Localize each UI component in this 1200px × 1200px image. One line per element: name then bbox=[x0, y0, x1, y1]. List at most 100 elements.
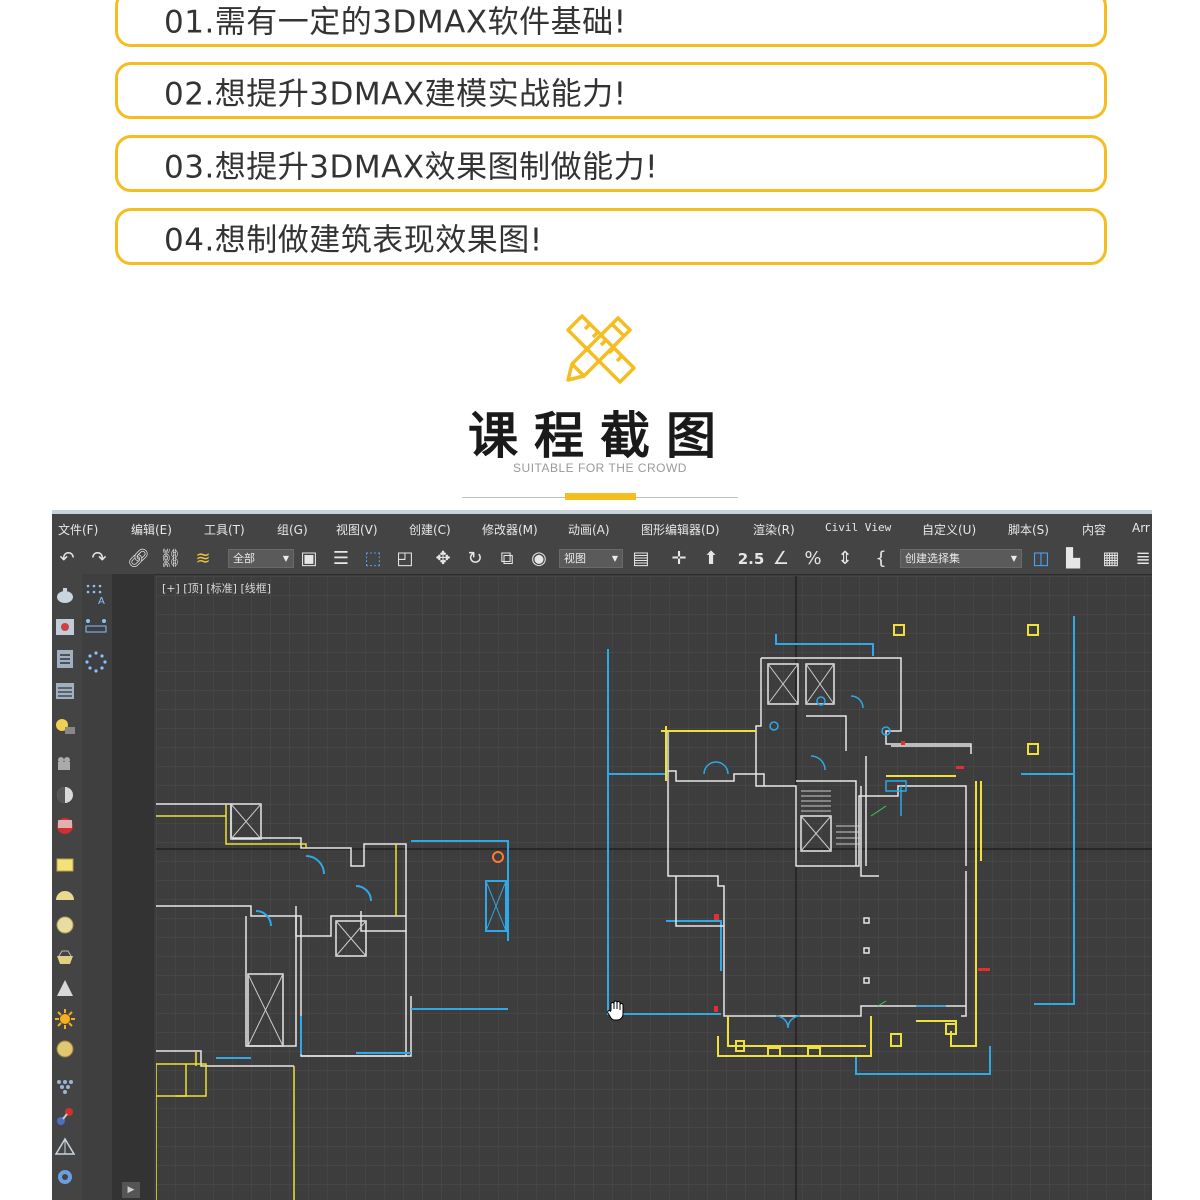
requirement-item-1: 01.需有一定的3DMAX软件基础! bbox=[115, 0, 1107, 47]
command-panel-tabs bbox=[52, 574, 83, 1200]
molecule-icon[interactable] bbox=[54, 1106, 76, 1128]
reference-coordinate-value: 视图 bbox=[564, 552, 586, 565]
menu-file[interactable]: 文件(F) bbox=[58, 523, 99, 537]
section-title: 课程截图 bbox=[468, 407, 732, 465]
box-primitive-icon[interactable] bbox=[54, 854, 76, 876]
scale-icon[interactable]: ⧉ bbox=[500, 548, 514, 569]
pan-hand-cursor bbox=[607, 1000, 624, 1021]
named-selection-value: 创建选择集 bbox=[905, 552, 960, 565]
select-object-icon[interactable]: ▣ bbox=[300, 548, 318, 569]
bind-spacewarp-icon[interactable]: ≋ bbox=[195, 548, 211, 569]
select-manipulate-icon[interactable]: ✛ bbox=[671, 548, 687, 569]
menu-view[interactable]: 视图(V) bbox=[336, 523, 378, 537]
layer-explorer-icon[interactable]: ≣ bbox=[1135, 548, 1151, 569]
menu-scripting[interactable]: 脚本(S) bbox=[1008, 523, 1049, 537]
pivot-center-icon[interactable]: ▤ bbox=[632, 548, 650, 569]
undo-icon[interactable]: ↶ bbox=[59, 548, 75, 569]
menu-animation[interactable]: 动画(A) bbox=[568, 523, 610, 537]
rotate-icon[interactable]: ↻ bbox=[467, 548, 483, 569]
angle-snap-icon[interactable]: ∠ bbox=[772, 548, 790, 569]
requirement-item-2: 02.想提升3DMAX建模实战能力! bbox=[115, 62, 1107, 119]
sphere-half-icon[interactable] bbox=[54, 784, 76, 806]
torus-icon[interactable] bbox=[54, 1038, 76, 1060]
reference-coordinate-dropdown[interactable]: 视图▼ bbox=[559, 549, 623, 568]
window-crossing-icon[interactable]: ◰ bbox=[396, 548, 414, 569]
menu-modifiers[interactable]: 修改器(M) bbox=[482, 523, 538, 537]
snaps-toggle-icon[interactable]: 2.5 bbox=[737, 550, 765, 568]
requirement-text: 03.想提升3DMAX效果图制做能力! bbox=[164, 149, 659, 185]
window-title-strip bbox=[52, 510, 1152, 514]
right-building-walls bbox=[667, 657, 972, 1017]
keyboard-shortcut-override-icon[interactable]: ⬆ bbox=[703, 548, 719, 569]
mirror-icon[interactable]: ◫ bbox=[1032, 548, 1050, 569]
menu-edit[interactable]: 编辑(E) bbox=[131, 523, 172, 537]
svg-text:A: A bbox=[98, 596, 105, 606]
top-viewport[interactable]: [+] [顶] [标准] [线框] bbox=[155, 576, 1152, 1200]
red-markers bbox=[714, 741, 990, 1012]
light-icon[interactable] bbox=[54, 716, 76, 738]
left-marker-circle bbox=[492, 851, 504, 863]
move-icon[interactable]: ✥ bbox=[435, 548, 451, 569]
percent-snap-icon[interactable]: % bbox=[804, 548, 822, 569]
material-editor-icon[interactable] bbox=[54, 616, 76, 638]
requirement-item-4: 04.想制做建筑表现效果图! bbox=[115, 208, 1107, 265]
sun-icon[interactable] bbox=[54, 1008, 76, 1030]
right-building-doors bbox=[703, 695, 946, 1029]
geosphere-icon[interactable] bbox=[54, 946, 76, 968]
section-subtitle: SUITABLE FOR THE CROWD bbox=[513, 461, 687, 475]
menu-graph-editors[interactable]: 图形编辑器(D) bbox=[641, 523, 720, 537]
menu-create[interactable]: 创建(C) bbox=[409, 523, 451, 537]
selection-filter-value: 全部 bbox=[233, 552, 255, 565]
menu-content[interactable]: 内容 bbox=[1082, 523, 1107, 537]
hemisphere-icon[interactable] bbox=[54, 884, 76, 906]
3dsmax-window: 文件(F) 编辑(E) 工具(T) 组(G) 视图(V) 创建(C) 修改器(M… bbox=[52, 510, 1152, 1200]
green-markers bbox=[870, 805, 887, 1007]
menu-group[interactable]: 组(G) bbox=[277, 523, 308, 537]
placement-icon[interactable]: ◉ bbox=[531, 548, 547, 569]
select-by-name-icon[interactable]: ☰ bbox=[332, 548, 350, 569]
link-icon[interactable]: 🔗︎ bbox=[127, 548, 150, 569]
requirement-text: 02.想提升3DMAX建模实战能力! bbox=[164, 76, 627, 112]
gear-icon[interactable] bbox=[54, 1166, 76, 1188]
particle-system-icon[interactable] bbox=[54, 1076, 76, 1098]
render-setup-icon[interactable] bbox=[54, 648, 76, 670]
pencil-ruler-icon bbox=[566, 314, 636, 384]
main-toolbar: ↶ ↷ 🔗︎ ⛓︎ ≋ 全部▼ ▣ ☰ ⬚ ◰ ✥ ↻ ⧉ ◉ 视图▼ ▤ ✛ … bbox=[52, 544, 1152, 575]
requirement-item-3: 03.想提升3DMAX效果图制做能力! bbox=[115, 135, 1107, 192]
menu-arnold[interactable]: Arr bbox=[1132, 521, 1150, 535]
measure-icon[interactable] bbox=[84, 614, 108, 638]
selection-filter-dropdown[interactable]: 全部▼ bbox=[228, 549, 294, 568]
menu-rendering[interactable]: 渲染(R) bbox=[753, 523, 795, 537]
left-building-windows bbox=[216, 840, 509, 1059]
spinner-snap-icon[interactable]: ⇕ bbox=[837, 548, 853, 569]
sphere-icon[interactable] bbox=[54, 914, 76, 936]
left-building-yellow-lines bbox=[155, 804, 397, 1200]
panel-divider bbox=[112, 574, 154, 1200]
redo-icon[interactable]: ↷ bbox=[91, 548, 107, 569]
named-selection-dropdown[interactable]: 创建选择集▼ bbox=[900, 549, 1022, 568]
requirement-text: 04.想制做建筑表现效果图! bbox=[164, 222, 543, 258]
scene-explorer-icon[interactable]: ▦ bbox=[1102, 548, 1120, 569]
menu-civil-view[interactable]: Civil View bbox=[825, 521, 892, 534]
grid-snap-icon[interactable]: A bbox=[84, 582, 108, 606]
expand-arrow-icon[interactable]: ▶ bbox=[122, 1182, 140, 1198]
edit-named-selection-icon[interactable]: { bbox=[875, 548, 887, 569]
align-icon[interactable]: ▙ bbox=[1066, 548, 1080, 569]
viewport-label[interactable]: [+] [顶] [标准] [线框] bbox=[162, 582, 272, 595]
unlink-icon[interactable]: ⛓︎ bbox=[159, 548, 182, 569]
camera-icon[interactable] bbox=[54, 754, 76, 776]
rectangular-selection-icon[interactable]: ⬚ bbox=[364, 548, 382, 569]
right-building-outer-lines bbox=[607, 616, 1075, 1075]
menu-tools[interactable]: 工具(T) bbox=[204, 523, 245, 537]
right-building-yellow-lines bbox=[661, 624, 1039, 1057]
cone-icon[interactable] bbox=[54, 978, 76, 1000]
menu-bar: 文件(F) 编辑(E) 工具(T) 组(G) 视图(V) 创建(C) 修改器(M… bbox=[52, 514, 1152, 544]
requirement-text: 01.需有一定的3DMAX软件基础! bbox=[164, 4, 627, 40]
render-icon[interactable] bbox=[54, 814, 76, 836]
circle-snap-icon[interactable] bbox=[84, 650, 108, 674]
teapot-icon[interactable] bbox=[54, 584, 76, 606]
render-frame-icon[interactable] bbox=[54, 680, 76, 702]
section-accent-bar bbox=[565, 493, 636, 500]
pyramid-icon[interactable] bbox=[54, 1136, 76, 1158]
menu-customize[interactable]: 自定义(U) bbox=[922, 523, 977, 537]
